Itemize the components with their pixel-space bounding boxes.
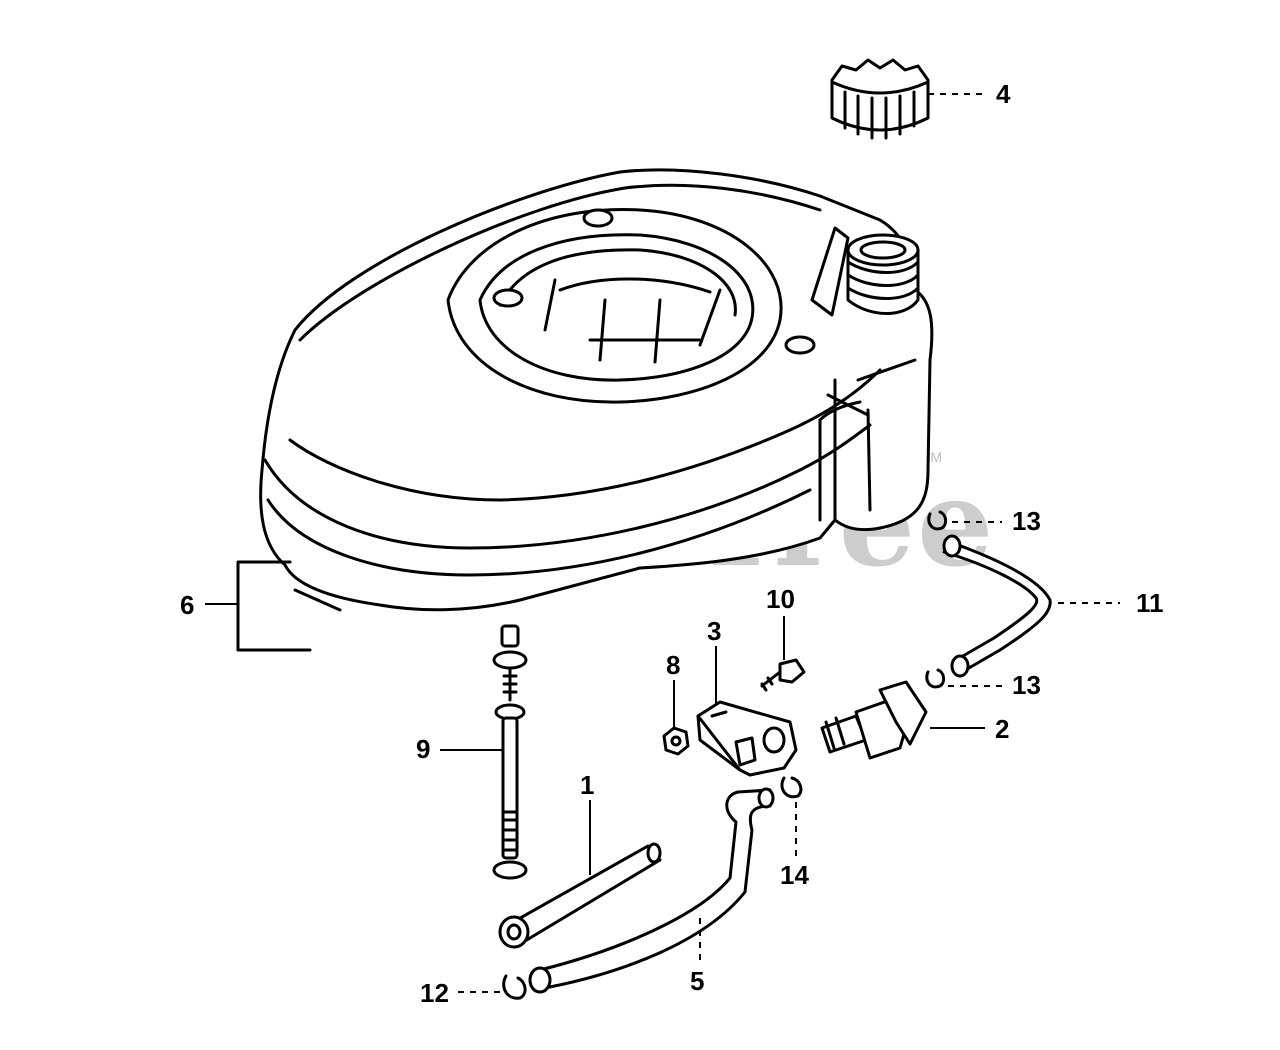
callout-13-upper: 13 [1012,506,1041,536]
callout-11: 11 [1136,588,1164,618]
part-clamp-12[interactable] [502,974,527,1000]
part-fuel-cap[interactable] [830,58,930,140]
callout-14: 14 [780,860,809,890]
part-hose-clamp-lower[interactable] [925,668,946,689]
callout-4: 4 [996,79,1011,109]
callout-3: 3 [707,616,721,646]
part-screw[interactable] [760,658,806,692]
part-fuel-hose-lower[interactable] [528,787,775,994]
callout-1: 1 [580,770,594,800]
part-tube[interactable] [498,842,662,949]
callout-13-lower: 13 [1012,670,1041,700]
callout-labels: 4 6 13 11 13 2 9 8 3 10 1 5 12 14 [180,79,1164,1008]
part-hose-clamp-upper[interactable] [927,510,948,531]
callout-5: 5 [690,966,704,996]
callout-12: 12 [420,978,449,1008]
part-clamp-small[interactable] [780,776,803,799]
callout-9: 9 [416,734,430,764]
callout-8: 8 [666,650,680,680]
part-fuel-hose-upper[interactable] [942,534,1052,678]
callout-2: 2 [995,714,1009,744]
part-nut[interactable] [662,726,690,756]
callout-10: 10 [766,584,795,614]
part-fuel-tank[interactable] [236,168,934,652]
part-stud-bolt[interactable] [492,624,528,880]
part-fuel-valve[interactable] [820,680,928,760]
part-bracket[interactable] [696,700,798,777]
callout-6: 6 [180,590,194,620]
leader-lines [205,93,1120,993]
